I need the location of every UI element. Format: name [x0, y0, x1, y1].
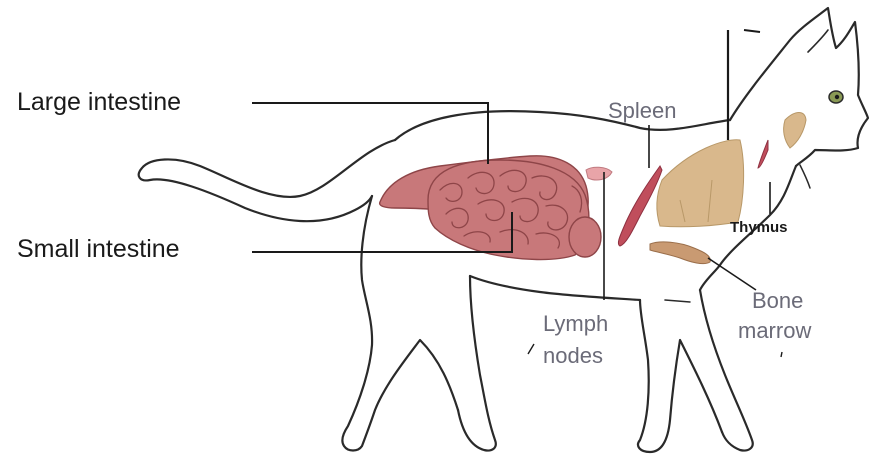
bone-marrow-leader [708, 258, 756, 290]
tail [139, 140, 395, 221]
cat-belly [470, 276, 640, 300]
bone-marrow-organ [650, 242, 710, 264]
label-spleen: Spleen [608, 100, 677, 122]
small-intestine-organ [428, 160, 589, 260]
label-lymph-nodes-line2: nodes [543, 345, 603, 367]
chest-dash [665, 300, 690, 302]
cheek-line [800, 165, 810, 188]
label-bone-marrow-line2: marrow [738, 320, 811, 342]
marrow-mark [781, 352, 782, 357]
label-small-intestine: Small intestine [17, 237, 180, 262]
top-right-tick [744, 30, 760, 32]
label-bone-marrow-line1: Bone [752, 290, 803, 312]
spleen-small [758, 140, 768, 168]
label-large-intestine: Large intestine [17, 90, 181, 115]
large-intestine-leader [252, 103, 488, 164]
front-leg-right [700, 290, 753, 451]
spleen-organ [618, 166, 662, 246]
lymph-mark [528, 344, 534, 354]
label-thymus: Thymus [730, 220, 788, 235]
colon-end [569, 217, 601, 257]
label-lymph-nodes-line1: Lymph [543, 313, 608, 335]
thymus-organ [657, 113, 806, 227]
front-leg-left [638, 300, 722, 452]
cat-pupil [835, 95, 839, 99]
lymph-node-shape [586, 167, 612, 180]
ear-inner [808, 30, 828, 52]
cat-back [395, 111, 730, 140]
hind-leg-right [458, 276, 496, 451]
hind-leg-left [342, 196, 458, 451]
